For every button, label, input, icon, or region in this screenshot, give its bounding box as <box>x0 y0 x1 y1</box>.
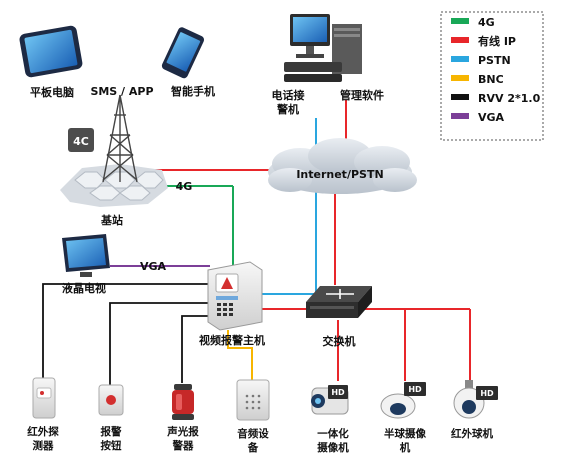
ir-detector-label-2: 测器 <box>33 439 54 452</box>
siren-label-1: 声光报 <box>166 425 199 438</box>
ir-ball-camera-label: 红外球机 <box>451 427 493 440</box>
siren-icon <box>172 384 194 420</box>
tablet-icon <box>19 25 83 78</box>
integrated-camera-label-2: 摄像机 <box>317 441 349 454</box>
computer-icon <box>284 14 362 82</box>
lcd-tv-icon <box>62 234 110 277</box>
phone-receiver-label-2: 警机 <box>276 102 299 116</box>
legend-swatch <box>451 113 469 119</box>
hd-badge-1: HD <box>331 388 345 397</box>
link-vga-label: VGA <box>140 260 167 273</box>
audio-device-label-1: 音频设 <box>237 427 269 440</box>
legend-label: 4G <box>478 16 495 29</box>
alarm-button-icon <box>98 384 124 416</box>
mgmt-software-label: 管理软件 <box>340 88 384 102</box>
switch-icon <box>306 286 372 318</box>
legend-swatch <box>451 75 469 81</box>
legend-label: RVV 2*1.0 <box>478 92 541 105</box>
legend-label: 有线 IP <box>478 34 516 48</box>
dome-camera-label-2: 机 <box>400 441 411 454</box>
base-station-icon <box>60 94 168 207</box>
ir-detector-label-1: 红外探 <box>27 425 59 438</box>
alarm-host-icon <box>207 261 263 331</box>
legend-swatch <box>451 18 469 24</box>
tablet-label: 平板电脑 <box>30 85 74 99</box>
ir-detector-icon <box>32 377 56 419</box>
alarm-host-label: 视频报警主机 <box>199 333 265 347</box>
sms-app-label: SMS / APP <box>90 85 153 98</box>
rvv-line-2 <box>43 296 208 376</box>
alarm-button-label-1: 报警 <box>101 425 122 438</box>
switch-label: 交换机 <box>323 334 356 348</box>
alarm-button-label-2: 按钮 <box>101 439 122 452</box>
legend-swatch <box>451 94 469 100</box>
link-4g-label: 4G <box>176 180 193 193</box>
badge-4g-label: 4C <box>73 135 89 148</box>
audio-device-icon <box>236 379 270 421</box>
integrated-camera-icon <box>311 385 349 415</box>
bnc-line <box>227 330 253 381</box>
cloud-label: Internet/PSTN <box>296 168 383 181</box>
base-station-label: 基站 <box>100 213 123 227</box>
audio-device-label-2: 备 <box>247 441 259 454</box>
integrated-camera-label-1: 一体化 <box>317 427 349 440</box>
dome-camera-icon <box>380 382 426 419</box>
phone-receiver-label-1: 电话接 <box>272 88 305 102</box>
siren-label-2: 警器 <box>172 439 194 452</box>
lcd-tv-label: 液晶电视 <box>62 281 106 295</box>
rvv-line-1 <box>42 283 208 378</box>
legend-label: BNC <box>478 73 504 86</box>
hd-badge-3: HD <box>480 389 494 398</box>
legend-swatch <box>451 37 469 43</box>
legend-label: PSTN <box>478 54 511 67</box>
legend-swatch <box>451 56 469 62</box>
dome-camera-label-1: 半球摄像 <box>384 427 426 440</box>
legend-label: VGA <box>478 111 505 124</box>
hd-badge-2: HD <box>408 385 422 394</box>
rvv-line-4 <box>181 315 214 383</box>
cloud-icon <box>268 138 417 194</box>
ir-ball-camera-icon <box>453 380 498 419</box>
smartphone-label: 智能手机 <box>171 84 215 98</box>
rvv-line-3 <box>109 302 208 385</box>
smartphone-icon <box>161 27 205 79</box>
